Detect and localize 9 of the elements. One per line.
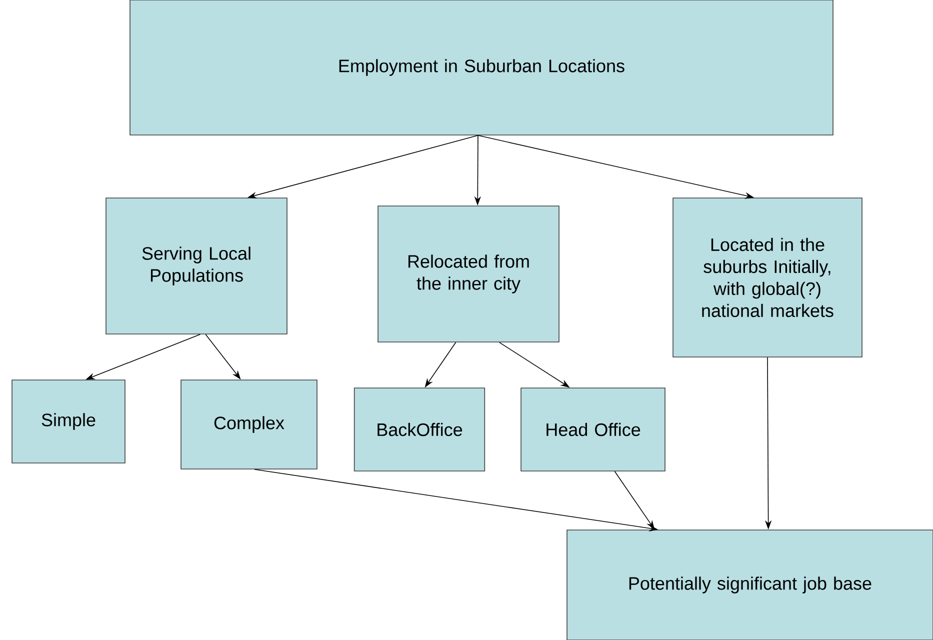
text-box: Simple (12, 380, 126, 464)
text-box: BackOffice (354, 388, 486, 472)
text-box: Complex (180, 380, 318, 470)
text-box: Employment in Suburban Locations (130, 0, 834, 136)
text-box: Serving Local Populations (106, 198, 288, 334)
text-box: Relocated from the inner city (378, 206, 560, 342)
text-box: Located in the suburbs Initially, with global(?) national markets (672, 198, 862, 358)
text-box: Potentially significant job base (566, 530, 933, 640)
text-box: Head Office (520, 388, 666, 472)
